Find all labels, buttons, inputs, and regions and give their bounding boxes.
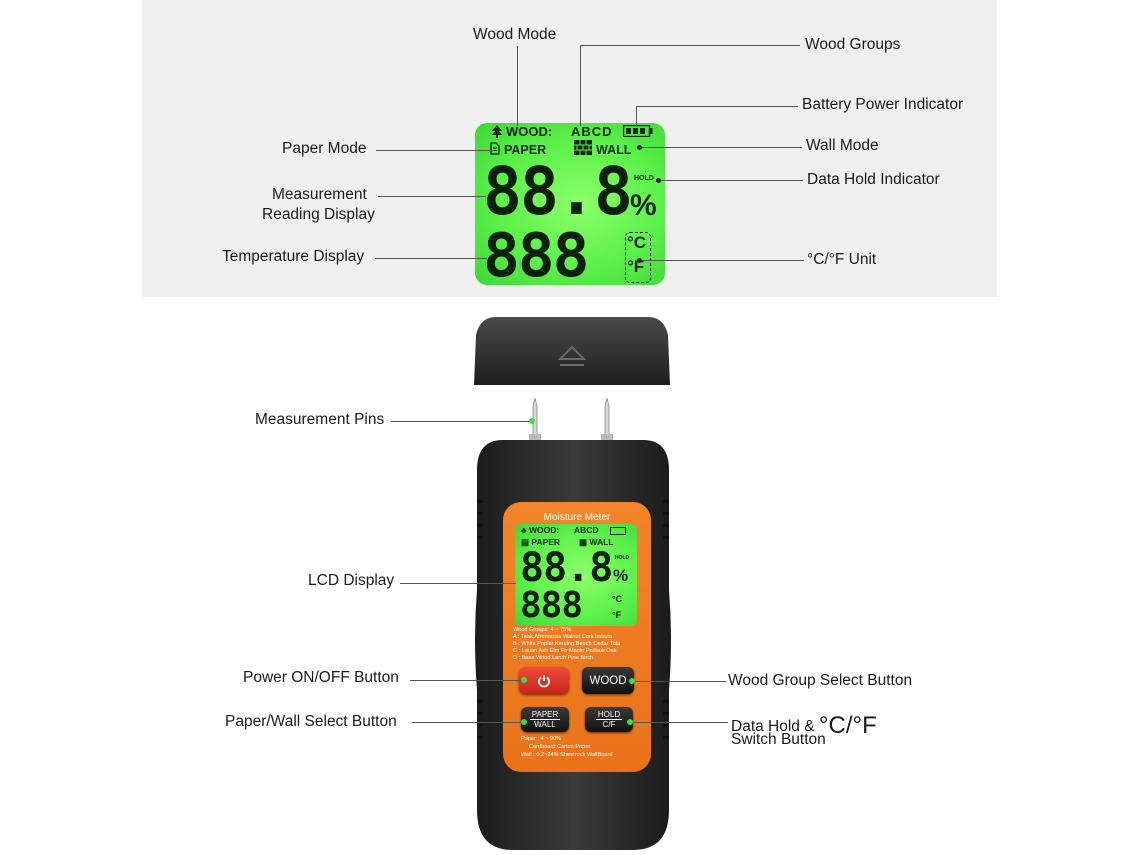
- wall-button-label: WALL: [534, 720, 556, 729]
- leader-line: [636, 106, 798, 107]
- power-button[interactable]: [519, 667, 569, 694]
- lcd-percent-sign: %: [630, 189, 657, 222]
- small-lcd-wall-label: WALL: [589, 537, 614, 547]
- tree-icon: [492, 125, 502, 138]
- hold-callout-text: Data Hold &: [731, 718, 819, 735]
- lcd-unit-box: [625, 232, 651, 283]
- callout-measurement-2: Reading Display: [262, 206, 375, 223]
- callout-wood-groups: Wood Groups: [805, 36, 901, 53]
- leader-line: [636, 106, 637, 126]
- wood-groups-title: Wood Groups: 4 ~ 75%: [513, 627, 572, 633]
- callout-power-button: Power ON/OFF Button: [243, 669, 399, 686]
- small-lcd-digits-top: 88.8: [520, 545, 613, 591]
- hold-button-label: HOLD: [595, 710, 623, 720]
- lcd-celsius: °C: [627, 233, 647, 252]
- callout-wood-group-button: Wood Group Select Button: [728, 672, 913, 689]
- leader-line: [631, 722, 728, 723]
- lcd-wood-label: WOOD:: [506, 124, 553, 139]
- callout-measurement-1: Measurement: [272, 186, 367, 203]
- callout-wall-mode: Wall Mode: [806, 137, 879, 154]
- leader-dot: [637, 258, 642, 263]
- lcd-display: ♣ WOOD: ABCD ▤ PAPER ▦ WALL HOLD 88.8 % …: [515, 524, 637, 626]
- callout-paper-wall-button: Paper/Wall Select Button: [225, 713, 397, 730]
- small-battery-icon: [610, 527, 626, 535]
- small-lcd-paper: ▤ PAPER: [521, 537, 561, 547]
- leader-dot: [656, 178, 661, 183]
- leader-dot: [521, 677, 527, 683]
- leader-dot: [637, 145, 642, 150]
- small-lcd-fahrenheit: °F: [612, 610, 622, 620]
- measurement-pins: [529, 398, 613, 442]
- callout-temperature: Temperature Display: [222, 248, 365, 265]
- small-lcd-wood-label: WOOD:: [528, 525, 560, 535]
- hold-callout-unit: °C/°F: [818, 712, 877, 739]
- leader-dot: [629, 678, 635, 684]
- leader-line: [378, 196, 486, 197]
- lcd-measurement-digits: 88.8: [483, 153, 633, 230]
- protective-cap: [474, 317, 670, 385]
- eject-arrow-icon: [557, 345, 587, 360]
- leader-line: [412, 722, 524, 723]
- callout-paper-mode: Paper Mode: [282, 140, 367, 157]
- leader-line: [400, 583, 516, 584]
- paper-wall-button[interactable]: PAPER WALL: [521, 707, 569, 732]
- lcd-closeup: WOOD: ABCD PAPER WALL HOLD 88.8 % 888 °C…: [475, 123, 665, 291]
- leader-line: [376, 150, 494, 151]
- small-lcd-paper-label: PAPER: [531, 537, 561, 547]
- small-lcd-hold: HOLD: [615, 555, 630, 561]
- wood-group-c: C : Lauan Ash Elm Fir Maple Padauk Oak: [513, 648, 617, 654]
- battery-icon: [623, 125, 653, 137]
- power-icon: [538, 674, 550, 687]
- wood-group-b: B : White Poplar Keruing Beech Cedar Tol…: [513, 641, 621, 647]
- wood-group-d: D : Basa Wood Larch Pine Birch: [513, 655, 594, 661]
- callout-data-hold: Data Hold Indicator: [807, 171, 940, 188]
- wood-group-button[interactable]: WOOD: [582, 667, 634, 694]
- lcd-hold-indicator: HOLD: [634, 175, 654, 182]
- lcd-wood-groups: ABCD: [571, 124, 613, 139]
- lcd-paper-label: PAPER: [504, 143, 547, 157]
- leader-line: [633, 681, 726, 682]
- hold-unit-button[interactable]: HOLD C/F: [585, 707, 633, 732]
- device-title: Moisture Meter: [543, 512, 611, 523]
- wall-range: Wall : 0.2~24% Sheetrock WallBoard: [521, 752, 613, 758]
- callout-battery: Battery Power Indicator: [802, 96, 964, 113]
- small-lcd-wall: ▦ WALL: [579, 537, 614, 547]
- callout-lcd-display: LCD Display: [308, 572, 395, 589]
- callout-hold-line1: Data Hold & °C/°F: [731, 712, 877, 740]
- paper-button-label: PAPER: [529, 710, 561, 720]
- leader-line: [410, 680, 524, 681]
- lcd-wall-label: WALL: [596, 143, 632, 157]
- leader-dot: [529, 418, 535, 424]
- wood-group-a: A : Teak,Afrormosia Walnut Cork Imbuia: [513, 634, 612, 640]
- small-lcd-groups: ABCD: [574, 525, 599, 535]
- unit-button-label: C/F: [602, 720, 616, 729]
- leader-line: [375, 258, 487, 259]
- paper-range: Paper : 4 ~ 90%: [521, 736, 562, 742]
- callout-unit: °C/°F Unit: [807, 251, 877, 268]
- leader-line: [659, 180, 803, 181]
- leader-line: [640, 260, 804, 261]
- leader-line: [580, 45, 800, 46]
- small-lcd-digits-bottom: 888: [520, 585, 583, 626]
- callout-pins: Measurement Pins: [255, 411, 385, 428]
- leader-line: [580, 45, 581, 126]
- leader-dot: [521, 719, 527, 725]
- callout-wood-mode: Wood Mode: [473, 26, 557, 43]
- paper-types: Cardboard Carton Paper: [529, 744, 591, 750]
- brick-wall-icon: [574, 140, 592, 155]
- leader-dot: [627, 719, 633, 725]
- callout-hold-line2: Switch Button: [731, 731, 826, 748]
- wood-button-label: WOOD: [589, 674, 627, 687]
- leader-line: [517, 46, 518, 126]
- small-lcd-wood: ♣ WOOD:: [521, 525, 560, 535]
- small-lcd-celsius: °C: [612, 594, 623, 604]
- leader-line: [391, 421, 529, 422]
- leader-line: [640, 147, 802, 148]
- small-lcd-percent: %: [613, 566, 629, 585]
- lcd-temperature-digits: 888: [483, 221, 589, 291]
